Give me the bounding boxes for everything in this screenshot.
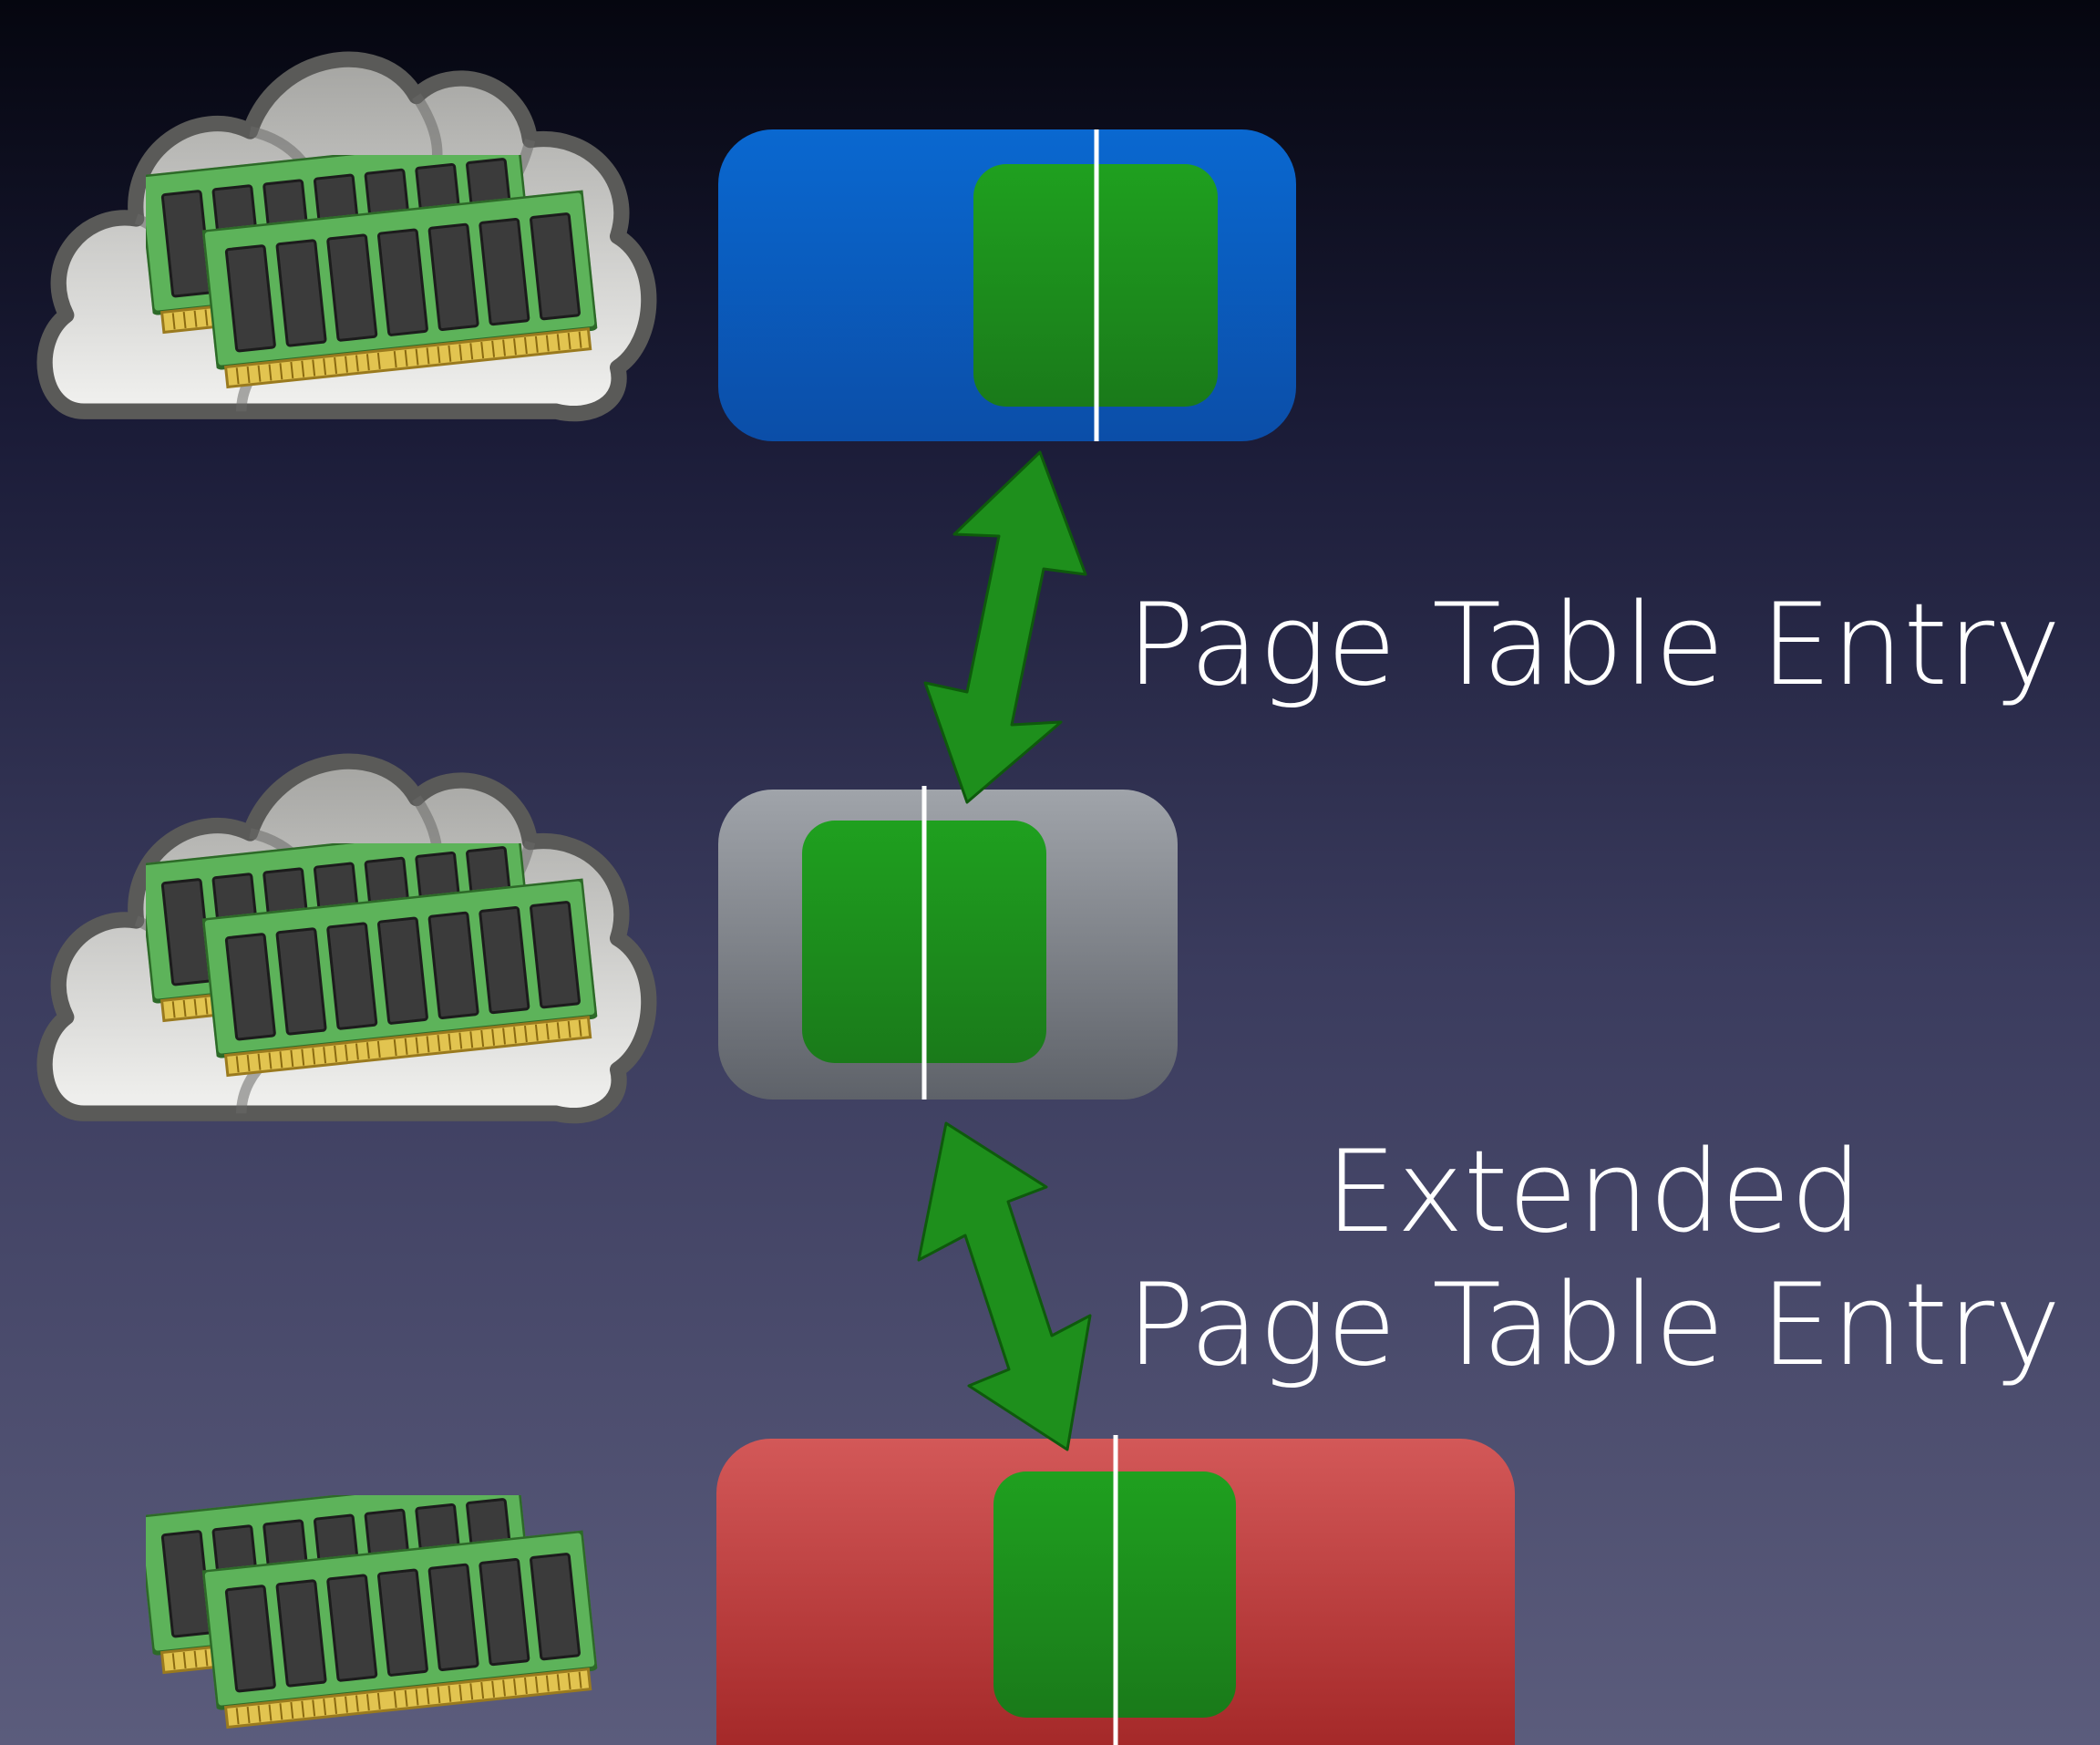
pte-double-arrow <box>923 450 1087 804</box>
extended-label-line2: Page Table Entry <box>1127 1260 2062 1392</box>
extended-label-line1: Extended <box>1325 1127 1863 1258</box>
ram-memory-icon-bottom <box>139 1476 600 1729</box>
page-table-entry-label: Page Table Entry <box>1127 580 2062 711</box>
host-physical-address-bar <box>716 1435 1515 1745</box>
guest-physical-address-bar <box>718 786 1178 1100</box>
cloud-memory-icon-middle <box>45 761 649 1115</box>
ept-double-arrow <box>917 1121 1092 1451</box>
extended-page-table-entry-label: Extended Page Table Entry <box>1127 1126 2061 1393</box>
cloud-memory-icon-top <box>45 59 649 413</box>
guest-virtual-address-bar <box>718 129 1296 441</box>
